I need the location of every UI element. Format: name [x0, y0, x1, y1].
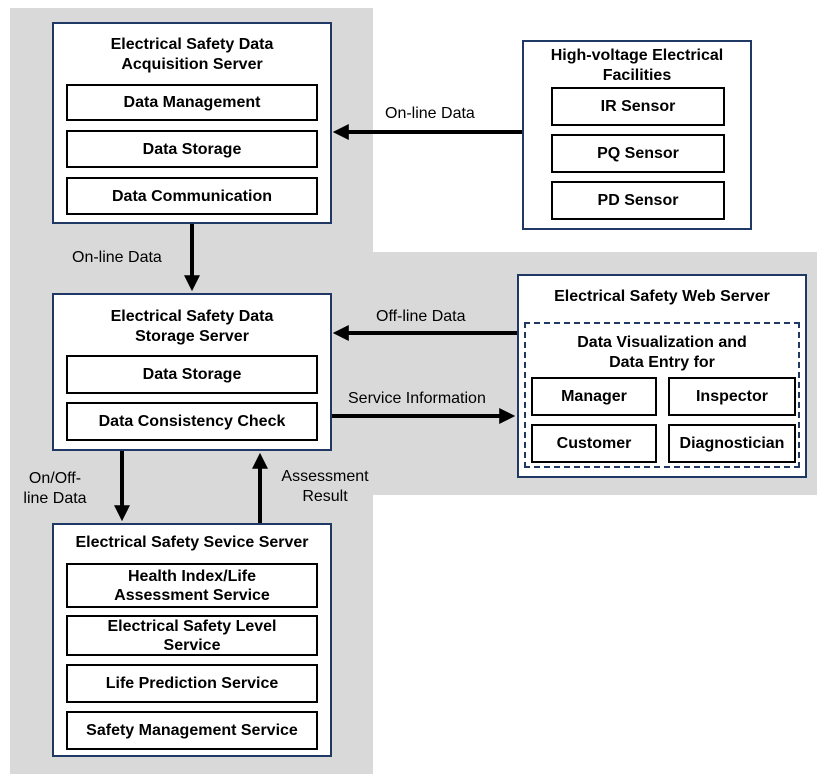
- storage-server-title: Electrical Safety Data Storage Server: [110, 308, 274, 345]
- web-server-box: Electrical Safety Web Server Data Visual…: [517, 274, 807, 478]
- label-facilities-to-acquisition: On-line Data: [385, 105, 475, 122]
- web-item-diagnostician: Diagnostician: [668, 424, 796, 463]
- acquisition-item-data-storage: Data Storage: [66, 130, 318, 168]
- service-item-safety-level: Electrical Safety Level Service: [66, 615, 318, 656]
- data-visualization-title: Data Visualization and Data Entry for: [577, 334, 747, 371]
- facilities-title: High-voltage Electrical Facilities: [550, 47, 724, 84]
- storage-item-data-storage: Data Storage: [66, 355, 318, 394]
- label-service-to-storage: Assessment Result: [281, 468, 369, 505]
- acquisition-item-data-communication: Data Communication: [66, 177, 318, 215]
- storage-server-box: Electrical Safety Data Storage Server Da…: [52, 293, 332, 451]
- facilities-item-pd-sensor: PD Sensor: [551, 181, 725, 220]
- facilities-item-ir-sensor: IR Sensor: [551, 87, 725, 126]
- label-acquisition-to-storage: On-line Data: [72, 249, 162, 266]
- label-web-to-storage: Off-line Data: [376, 308, 466, 325]
- acquisition-server-title: Electrical Safety Data Acquisition Serve…: [110, 36, 274, 73]
- data-visualization-group: Data Visualization and Data Entry for Ma…: [524, 322, 800, 468]
- service-server-box: Electrical Safety Sevice Server Health I…: [52, 523, 332, 757]
- web-server-title: Electrical Safety Web Server: [554, 288, 770, 305]
- acquisition-item-data-management: Data Management: [66, 84, 318, 121]
- facilities-item-pq-sensor: PQ Sensor: [551, 134, 725, 173]
- web-item-manager: Manager: [531, 377, 657, 416]
- service-server-title: Electrical Safety Sevice Server: [75, 534, 309, 551]
- service-item-health-index: Health Index/Life Assessment Service: [66, 563, 318, 608]
- label-storage-to-service: On/Off-line Data: [23, 470, 87, 507]
- facilities-box: High-voltage Electrical Facilities IR Se…: [522, 40, 752, 230]
- web-item-inspector: Inspector: [668, 377, 796, 416]
- service-item-safety-management: Safety Management Service: [66, 711, 318, 750]
- service-item-life-prediction: Life Prediction Service: [66, 664, 318, 703]
- storage-item-data-consistency-check: Data Consistency Check: [66, 402, 318, 441]
- label-storage-to-web: Service Information: [348, 390, 486, 407]
- acquisition-server-box: Electrical Safety Data Acquisition Serve…: [52, 22, 332, 224]
- web-item-customer: Customer: [531, 424, 657, 463]
